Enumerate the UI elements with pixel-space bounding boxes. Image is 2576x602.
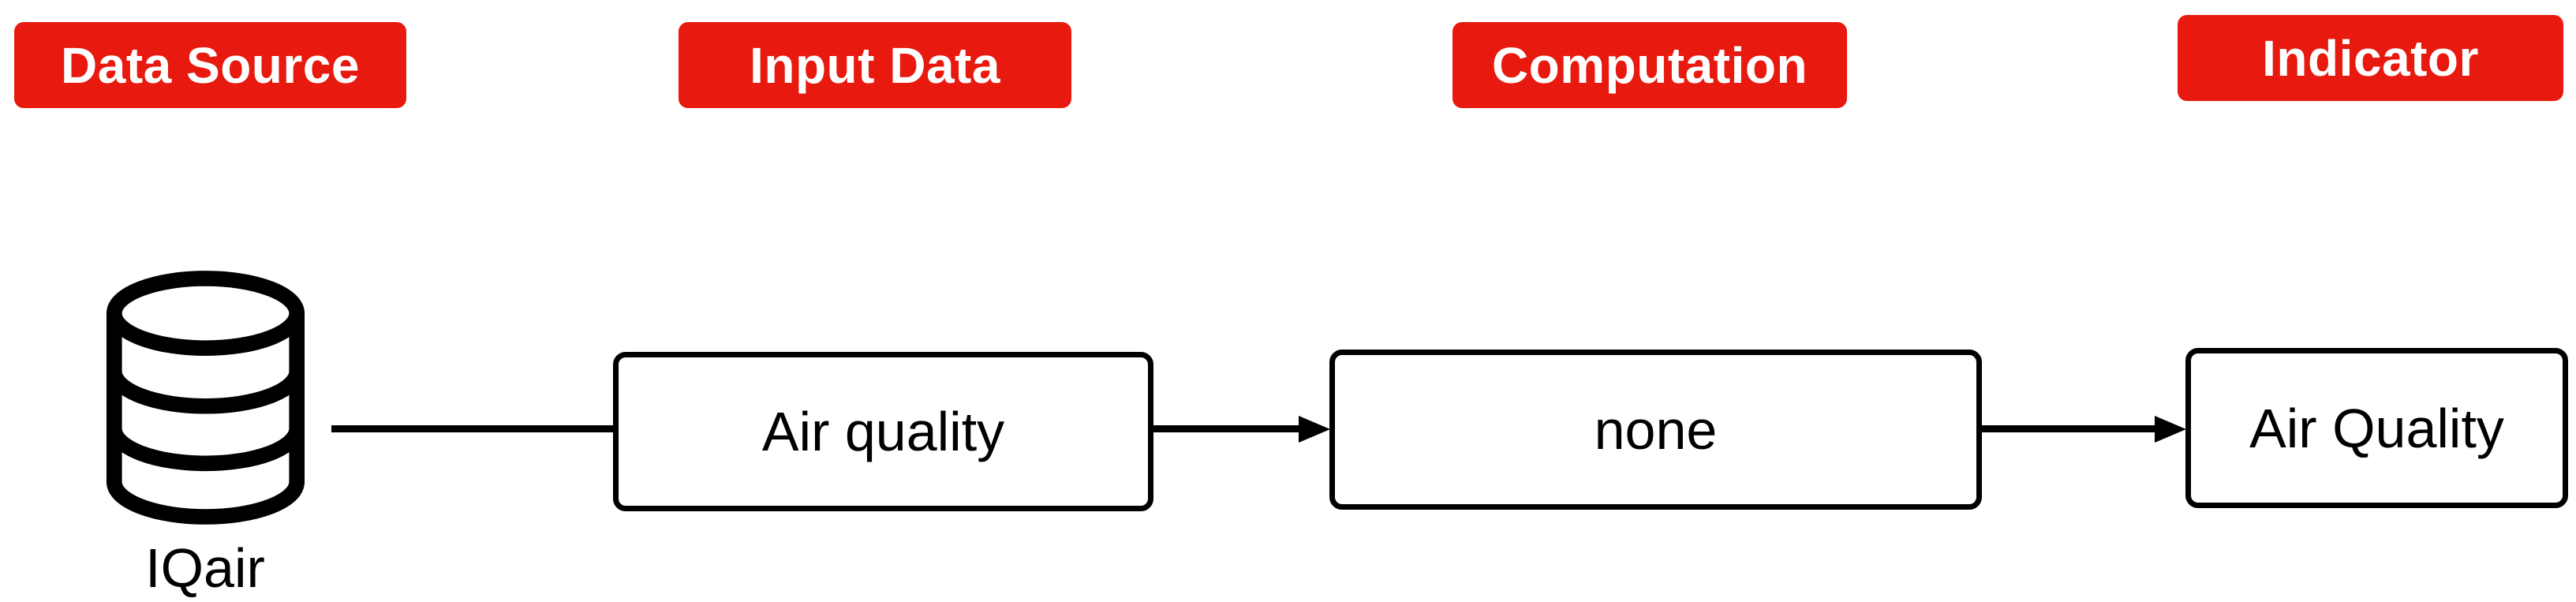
arrow-right-icon [2155, 416, 2186, 443]
column-header-data-source: Data Source [14, 22, 406, 108]
node-indicator: Air Quality [2185, 348, 2568, 508]
column-header-label: Computation [1491, 36, 1808, 94]
column-header-label: Data Source [61, 36, 360, 94]
column-header-input-data: Input Data [679, 22, 1071, 108]
connector-computation-to-indicator [1982, 425, 2158, 432]
node-computation: none [1329, 350, 1982, 510]
column-header-label: Input Data [750, 36, 1000, 94]
node-label: Air Quality [2249, 397, 2504, 459]
database-icon [106, 271, 305, 525]
data-source-caption: IQair [145, 537, 265, 599]
arrow-right-icon [1299, 416, 1330, 443]
node-label: none [1594, 398, 1718, 461]
column-header-label: Indicator [2262, 29, 2479, 87]
column-header-computation: Computation [1453, 22, 1847, 108]
node-label: Air quality [761, 401, 1005, 462]
column-header-indicator: Indicator [2178, 15, 2563, 101]
connector-input-to-computation [1153, 425, 1302, 432]
node-input-data: Air quality [613, 352, 1153, 511]
connector-source-to-input [331, 425, 613, 432]
